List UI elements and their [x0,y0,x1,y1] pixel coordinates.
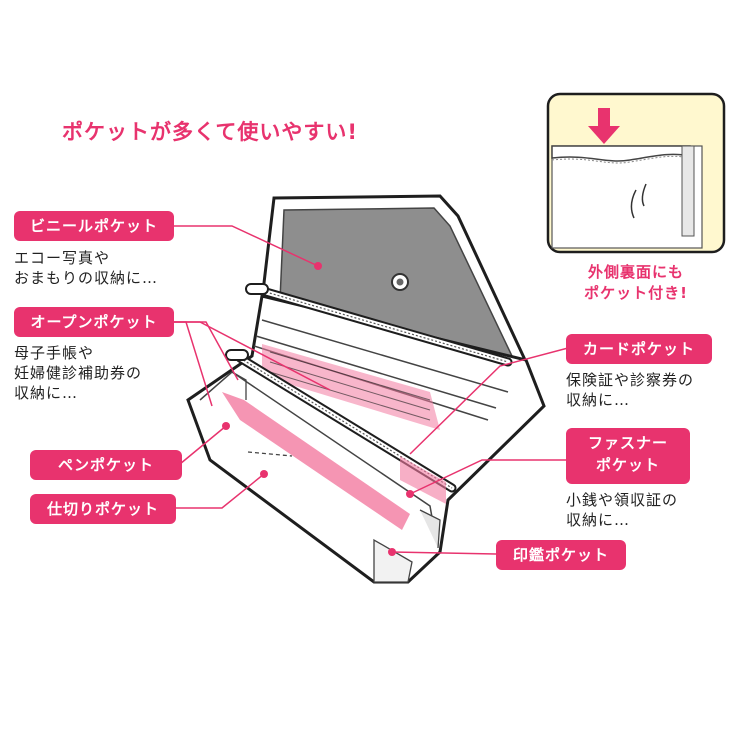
arrow-down-icon [588,108,620,144]
vinyl-pocket-label: ビニールポケット [14,211,174,241]
zipper-pocket-description: 小銭や領収証の 収納に… [566,491,679,529]
headline: ポケットが多くて使いやすい! [62,120,358,144]
vinyl-pocket-description: エコー写真や おまもりの収納に… [14,249,159,287]
card-pocket-label: カードポケット [566,334,712,364]
card-pocket-description: 保険証や診察券の 収納に… [566,371,695,409]
divider-pocket-label: 仕切りポケット [30,494,176,524]
open-pocket-label: オープンポケット [14,307,174,337]
zipper-pocket-label-text: ファスナー ポケット [587,434,668,474]
inset-illustration [546,92,726,254]
pen-pocket-label: ペンポケット [30,450,182,480]
zipper-pocket-label: ファスナー ポケット [566,428,690,484]
open-pocket-description: 母子手帳や 妊婦健診補助券の 収納に… [14,344,143,402]
inset-note: 外側裏面にも ポケット付き! [584,263,688,302]
seal-pocket-label: 印鑑ポケット [496,540,626,570]
